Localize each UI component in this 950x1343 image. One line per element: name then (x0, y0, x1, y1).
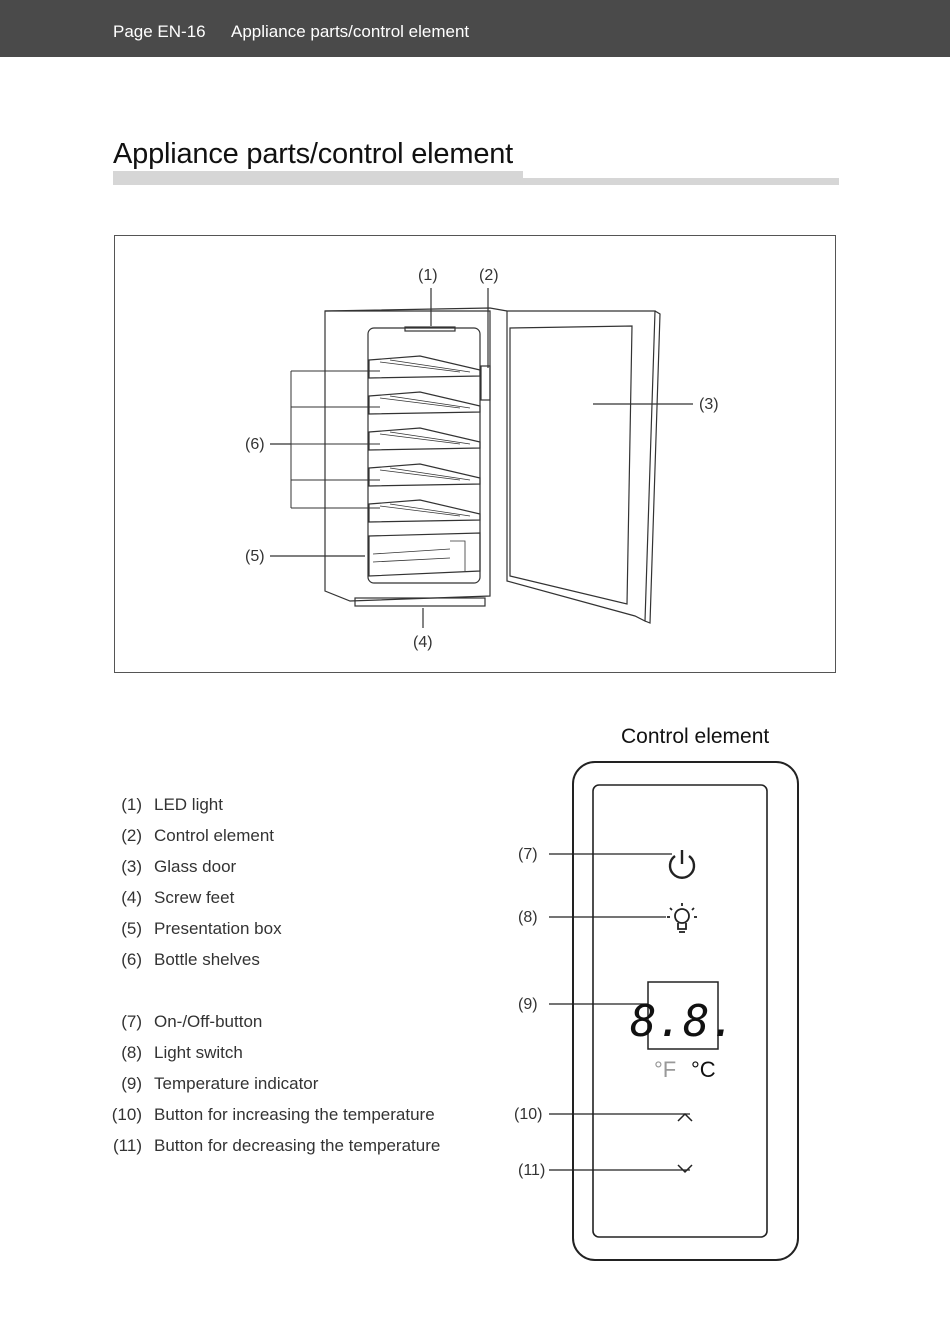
control-panel-outer (572, 761, 799, 1261)
legend-number: (2) (121, 826, 142, 845)
legend-number: (8) (121, 1043, 142, 1062)
callout-11: (11) (518, 1162, 545, 1179)
legend-text: Light switch (154, 1043, 243, 1062)
legend-number: (6) (121, 950, 142, 969)
control-panel-drawing: (7) (8) (9) (10) (11) 8.8. °F °C (514, 761, 799, 1261)
appliance-figure: (1) (2) (3) (4) (5) (6) (114, 235, 836, 673)
legend-text: Bottle shelves (154, 950, 260, 969)
legend-text: Presentation box (154, 919, 282, 938)
callout-2: (2) (479, 267, 499, 284)
legend-number: (3) (121, 857, 142, 876)
callout-4: (4) (413, 634, 433, 651)
control-element-title: Control element (621, 725, 770, 748)
chevron-down-icon[interactable] (677, 1164, 693, 1174)
unit-fahrenheit: °F (654, 1057, 676, 1082)
cabinet-cavity (367, 327, 481, 584)
page-header: Page EN-16 Appliance parts/control eleme… (0, 0, 950, 57)
glass-pane (509, 325, 633, 605)
appliance-drawing: (1) (2) (3) (4) (5) (6) (245, 267, 719, 651)
legend-number: (11) (113, 1136, 142, 1155)
unit-celsius: °C (691, 1057, 716, 1082)
legend-text: On-/Off-button (154, 1012, 263, 1031)
legend-number: (7) (121, 1012, 142, 1031)
presentation-box (368, 532, 481, 577)
legend-text: Button for decreasing the temperature (154, 1136, 441, 1155)
control-strip (480, 365, 491, 401)
temperature-display (647, 981, 719, 1050)
callout-7: (7) (518, 846, 538, 863)
legend-text: Glass door (154, 857, 237, 876)
legend-text: Temperature indicator (154, 1074, 319, 1093)
light-bulb-icon[interactable] (667, 903, 697, 933)
callout-10: (10) (514, 1106, 542, 1123)
title-underline-highlight (113, 171, 523, 178)
page-number: Page EN-16 (113, 22, 206, 41)
legend-number: (4) (121, 888, 142, 907)
callout-9: (9) (518, 996, 538, 1013)
chevron-up-icon[interactable] (677, 1112, 693, 1122)
control-panel-inner (592, 784, 768, 1238)
legend-text: Control element (154, 826, 275, 845)
screw-feet (354, 597, 486, 607)
page-title: Appliance parts/control element (113, 138, 514, 170)
bottle-shelves (368, 355, 481, 523)
power-icon[interactable] (668, 850, 696, 879)
header-section-title: Appliance parts/control element (231, 22, 470, 41)
title-underline (113, 178, 839, 185)
legend-number: (1) (121, 795, 142, 814)
legend-text: LED light (154, 795, 223, 814)
display-digits: 8.8. (630, 996, 736, 1047)
callout-8: (8) (518, 909, 538, 926)
callout-5: (5) (245, 548, 265, 565)
legend-text: Button for increasing the temperature (154, 1105, 435, 1124)
legend-number: (9) (121, 1074, 142, 1093)
legend-number: (10) (111, 1105, 142, 1124)
legend-text: Screw feet (154, 888, 235, 907)
callout-1: (1) (418, 267, 438, 284)
legend-number: (5) (121, 919, 142, 938)
glass-door (506, 310, 656, 622)
callout-6: (6) (245, 436, 265, 453)
callout-3: (3) (699, 396, 719, 413)
led-light (404, 326, 456, 332)
